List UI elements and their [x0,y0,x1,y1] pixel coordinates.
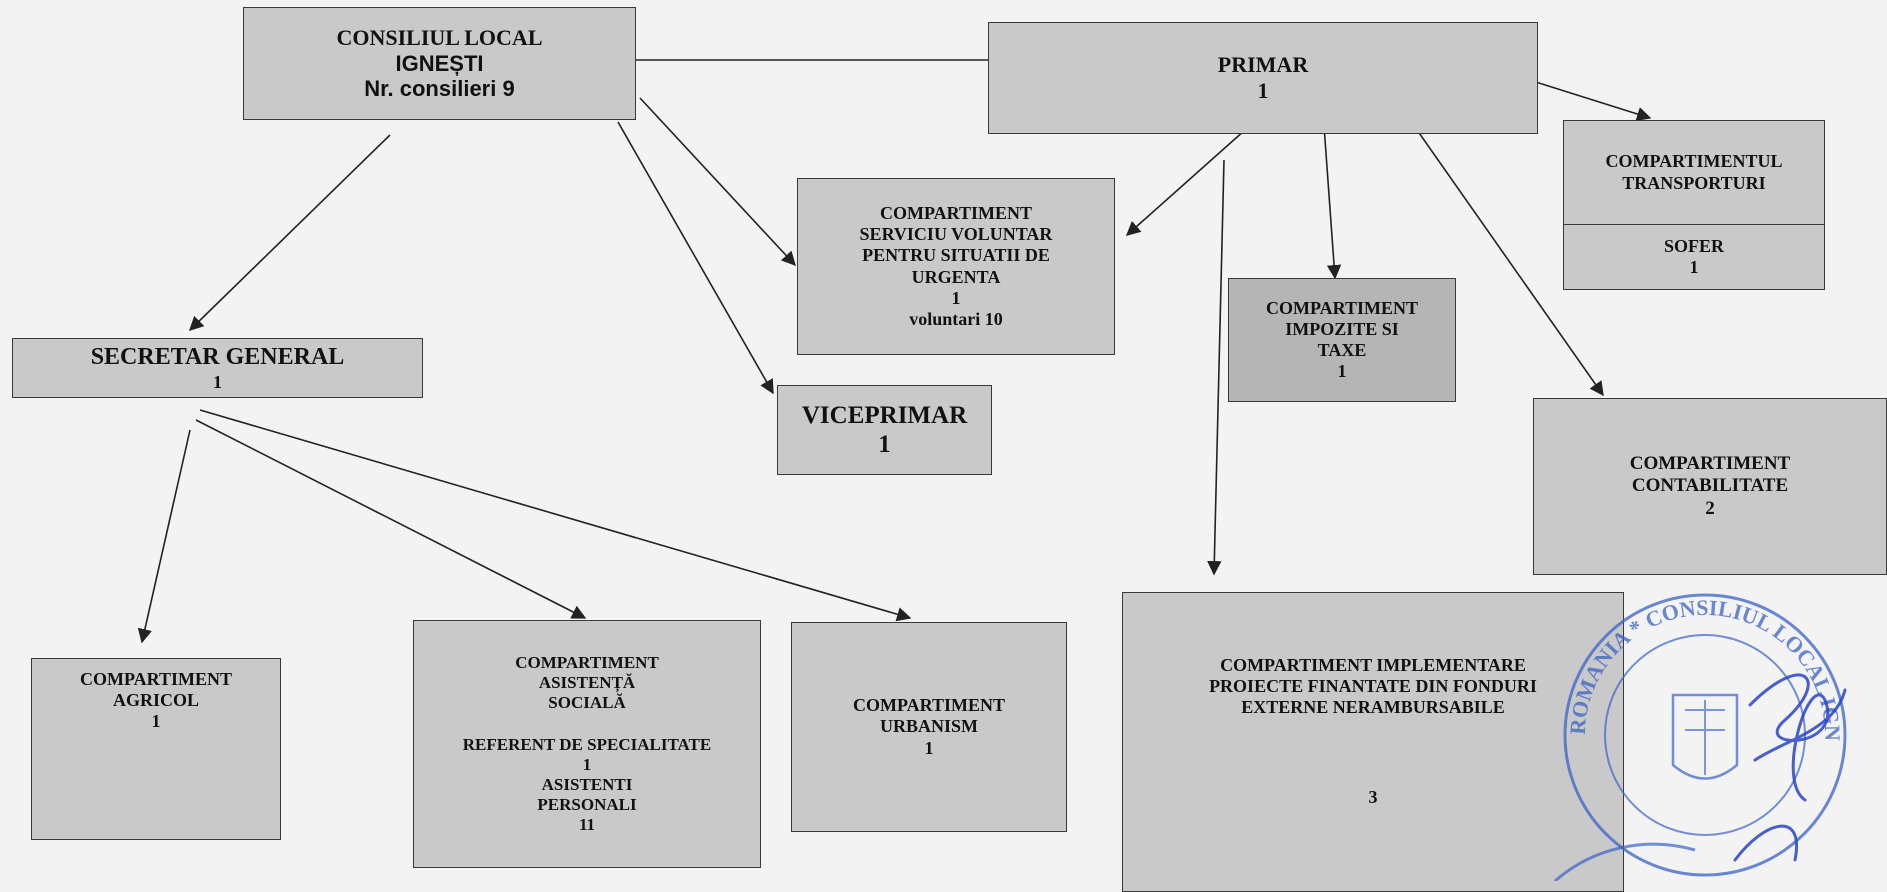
emergency-line1: COMPARTIMENT [879,202,1033,223]
social-line4: REFERENT DE SPECIALITATE [462,734,712,754]
transport-box: COMPARTIMENTUL TRANSPORTURI SOFER 1 [1563,120,1825,290]
social-count1: 1 [582,755,592,774]
taxes-box: COMPARTIMENT IMPOZITE SI TAXE 1 [1228,278,1456,402]
council-name: IGNEȘTI [395,50,484,76]
agriculture-box: COMPARTIMENT AGRICOL 1 [31,658,281,840]
taxes-line1: COMPARTIMENT [1265,297,1419,318]
council-box: CONSILIUL LOCAL IGNEȘTI Nr. consilieri 9 [243,7,636,120]
projects-line3: EXTERNE NERAMBURSABILE [1241,697,1505,718]
projects-count: 3 [1368,786,1378,807]
mayor-accounting-arrow [1409,119,1604,397]
taxes-line3: TAXE [1317,340,1367,360]
mayor-emergency-arrow [1125,129,1246,236]
social-count2: 11 [578,815,596,835]
accounting-line1: COMPARTIMENT [1629,452,1791,474]
accounting-count: 2 [1705,497,1715,519]
mayor-title: PRIMAR [1217,52,1309,78]
secretary-count: 1 [213,371,222,392]
urbanism-box: COMPARTIMENT URBANISM 1 [791,622,1067,832]
emergency-line2: SERVICIU VOLUNTAR [859,224,1053,245]
transport-role: SOFER [1663,235,1724,256]
mayor-projects-arrow [1207,159,1225,576]
agriculture-count: 1 [151,711,161,732]
emergency-line3: PENTRU SITUATII DE [862,245,1050,266]
secretary-box: SECRETAR GENERAL 1 [12,338,423,398]
stamp-text: ROMANIA * CONSILIUL LOCAL IGNEȘTI JUDEȚU… [1545,560,1845,741]
secretary-agriculture-arrow [137,429,191,644]
taxes-count: 1 [1337,361,1347,382]
emergency-count: 1 [951,287,961,308]
deputy-mayor-title: VICEPRIMAR [801,401,968,429]
secretary-urbanism-arrow [199,409,912,622]
council-deputy-arrow [617,121,774,395]
council-members: Nr. consilieri 9 [364,76,515,102]
social-line2: ASISTENȚĂ [538,672,636,692]
transport-title-line2: TRANSPORTURI [1622,172,1766,193]
mayor-box: PRIMAR 1 [988,22,1538,134]
emergency-line4: URGENTA [911,266,1001,287]
deputy-mayor-box: VICEPRIMAR 1 [777,385,992,475]
projects-line2: PROIECTE FINANTATE DIN FONDURI [1209,676,1537,697]
deputy-mayor-count: 1 [878,431,891,458]
council-secretary-arrow [188,134,391,332]
projects-box: COMPARTIMENT IMPLEMENTARE PROIECTE FINAN… [1122,592,1624,892]
accounting-line2: CONTABILITATE [1631,475,1789,497]
accounting-box: COMPARTIMENT CONTABILITATE 2 [1533,398,1887,575]
secretary-social-arrow [195,419,587,619]
svg-text:ROMANIA * CONSILIUL LOCAL IGNE: ROMANIA * CONSILIUL LOCAL IGNEȘTI JUDEȚU… [1545,560,1845,741]
official-stamp-and-signature: ROMANIA * CONSILIUL LOCAL IGNEȘTI JUDEȚU… [1545,560,1847,881]
emergency-box: COMPARTIMENT SERVICIU VOLUNTAR PENTRU SI… [797,178,1115,355]
urbanism-count: 1 [924,737,934,758]
mayor-count: 1 [1257,78,1269,103]
transport-count: 1 [1689,257,1699,277]
taxes-line2: IMPOZITE SI [1285,318,1399,339]
secretary-title: SECRETAR GENERAL [90,344,345,371]
urbanism-line1: COMPARTIMENT [852,695,1006,716]
agriculture-line1: COMPARTIMENT [79,669,233,689]
council-title: CONSILIUL LOCAL [336,24,543,50]
projects-line1: COMPARTIMENT IMPLEMENTARE [1220,655,1526,675]
social-line5: ASISTENTI [541,775,633,795]
social-box: COMPARTIMENT ASISTENȚĂ SOCIALĂ REFERENT … [413,620,761,868]
mayor-transport-arrow [1522,77,1652,121]
emergency-volunteers: voluntari 10 [909,308,1003,329]
social-line6: PERSONALI [537,795,637,815]
agriculture-line2: AGRICOL [112,690,199,711]
social-line1: COMPARTIMENT [515,652,659,672]
transport-title-line1: COMPARTIMENTUL [1605,151,1783,172]
council-emergency-arrow [639,97,796,267]
social-line3: SOCIALĂ [548,692,626,712]
urbanism-line2: URBANISM [879,716,978,737]
